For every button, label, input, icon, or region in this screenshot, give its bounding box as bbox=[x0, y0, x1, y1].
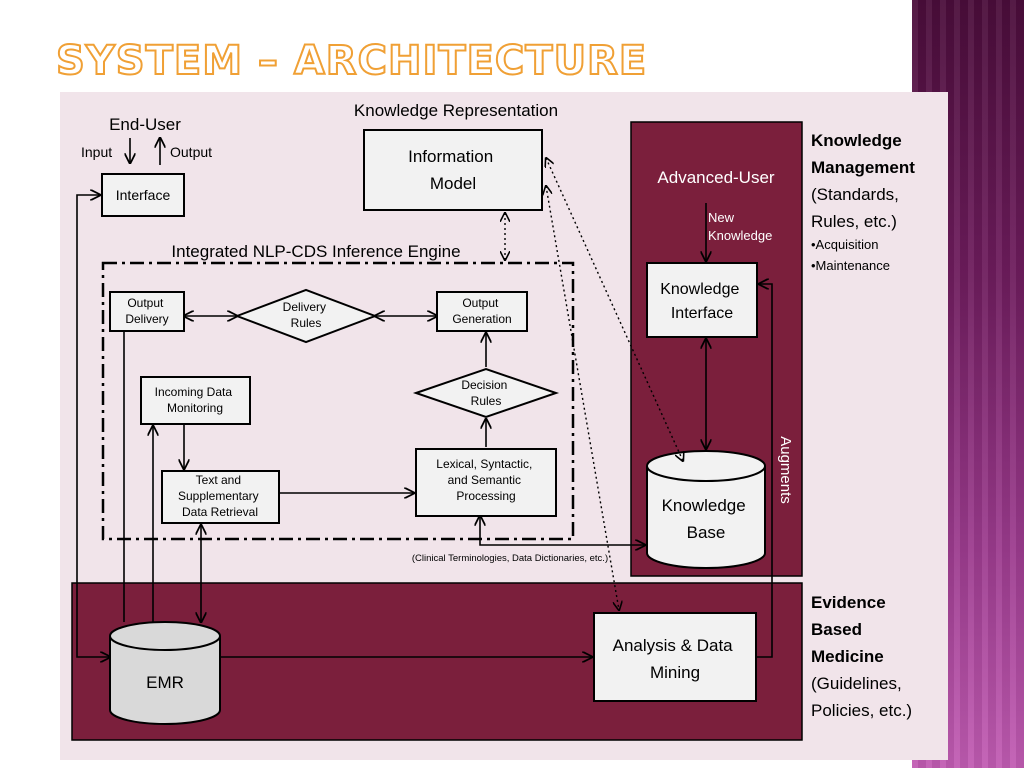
knowledge-management-label: Knowledge Management (Standards, Rules, … bbox=[811, 131, 920, 231]
interface-emr-link bbox=[76, 195, 110, 657]
output-delivery-label: Output Delivery bbox=[125, 296, 168, 326]
delivery-rules-line-2: Rules bbox=[291, 316, 322, 330]
knowledge-management-detail-2: Rules, etc.) bbox=[811, 212, 897, 231]
analysis-data-mining-label: Analysis & Data Mining bbox=[613, 636, 738, 682]
knowledge-management-detail-1: (Standards, bbox=[811, 185, 899, 204]
incoming-data-monitoring-line-2: Monitoring bbox=[167, 401, 223, 415]
analysis-data-mining-line-2: Mining bbox=[650, 663, 700, 682]
information-model-line-2: Model bbox=[430, 174, 476, 193]
text-retrieval-line-2: Supplementary bbox=[178, 489, 259, 503]
knowledge-interface-line-2: Interface bbox=[671, 305, 733, 322]
lexical-processing-line-1: Lexical, Syntactic, bbox=[436, 457, 532, 471]
interface-label: Interface bbox=[116, 187, 171, 203]
text-retrieval-line-1: Text and bbox=[196, 473, 241, 487]
incoming-data-monitoring-line-1: Incoming Data bbox=[155, 385, 233, 399]
knowledge-base-label: Knowledge Base bbox=[662, 496, 751, 542]
clinical-terminologies-label: (Clinical Terminologies, Data Dictionari… bbox=[412, 553, 608, 564]
decision-rules-label: Decision Rules bbox=[461, 378, 510, 408]
information-model-line-1: Information bbox=[408, 147, 493, 166]
inference-engine-label: Integrated NLP-CDS Inference Engine bbox=[171, 242, 460, 261]
lexical-processing-label: Lexical, Syntactic, and Semantic Process… bbox=[436, 457, 535, 503]
new-knowledge-line-2: Knowledge bbox=[708, 228, 772, 243]
knowledge-management-title-1: Knowledge bbox=[811, 131, 902, 150]
lexical-processing-line-2: and Semantic bbox=[448, 473, 521, 487]
new-knowledge-label: New Knowledge bbox=[708, 210, 772, 243]
output-generation-box bbox=[436, 291, 528, 332]
evidence-based-medicine-title-3: Medicine bbox=[811, 647, 884, 666]
incoming-data-monitoring-label: Incoming Data Monitoring bbox=[155, 385, 236, 415]
text-retrieval-line-3: Data Retrieval bbox=[182, 505, 258, 519]
analysis-data-mining-box bbox=[593, 612, 757, 702]
output-label: Output bbox=[170, 144, 212, 160]
emr-cylinder bbox=[109, 636, 221, 725]
input-label: Input bbox=[81, 144, 112, 160]
lexical-processing-box bbox=[415, 448, 557, 517]
augments-label: Augments bbox=[777, 436, 794, 504]
knowledge-base-line-1: Knowledge bbox=[662, 496, 746, 515]
augments-arrow bbox=[756, 284, 773, 658]
lexical-processing-line-3: Processing bbox=[456, 489, 515, 503]
information-model-label: Information Model bbox=[408, 147, 498, 193]
decision-rules-line-2: Rules bbox=[471, 394, 502, 408]
incoming-data-monitoring-box bbox=[140, 376, 251, 425]
slide-title: SYSTEM – ARCHITECTURE bbox=[55, 37, 648, 85]
advanced-user-label: Advanced-User bbox=[657, 168, 775, 187]
evidence-based-medicine-detail-2: Policies, etc.) bbox=[811, 701, 912, 720]
bullet-maintenance: •Maintenance bbox=[811, 258, 890, 273]
emr-cylinder-top bbox=[109, 621, 221, 651]
new-knowledge-line-1: New bbox=[708, 210, 735, 225]
knowledge-base-cylinder bbox=[646, 466, 766, 569]
knowledge-interface-box bbox=[646, 262, 758, 338]
information-model-box bbox=[363, 129, 543, 211]
output-generation-label: Output Generation bbox=[452, 296, 511, 326]
evidence-based-medicine-detail-1: (Guidelines, bbox=[811, 674, 902, 693]
knowledge-base-cylinder-top bbox=[646, 450, 766, 482]
bullet-acquisition: •Acquisition bbox=[811, 237, 878, 252]
output-generation-line-2: Generation bbox=[452, 312, 511, 326]
delivery-rules-label: Delivery Rules bbox=[283, 300, 330, 330]
output-delivery-line-1: Output bbox=[127, 296, 164, 310]
output-generation-line-1: Output bbox=[462, 296, 499, 310]
text-retrieval-label: Text and Supplementary Data Retrieval bbox=[178, 473, 262, 519]
knowledge-base-line-2: Base bbox=[687, 523, 726, 542]
evidence-based-medicine-title-2: Based bbox=[811, 620, 862, 639]
knowledge-interface-line-1: Knowledge bbox=[660, 281, 739, 298]
knowledge-management-title-2: Management bbox=[811, 158, 915, 177]
text-retrieval-box bbox=[161, 470, 280, 524]
delivery-rules-line-1: Delivery bbox=[283, 300, 326, 314]
emr-label: EMR bbox=[146, 673, 184, 692]
decision-rules-line-1: Decision bbox=[461, 378, 507, 392]
interface-box bbox=[101, 173, 185, 217]
evidence-based-medicine-title-1: Evidence bbox=[811, 593, 886, 612]
end-user-label: End-User bbox=[109, 115, 181, 134]
model-to-analysis-dotted bbox=[546, 186, 619, 610]
output-delivery-box bbox=[109, 291, 185, 332]
knowledge-representation-label: Knowledge Representation bbox=[354, 101, 558, 120]
evidence-based-medicine-label: Evidence Based Medicine (Guidelines, Pol… bbox=[811, 593, 912, 720]
knowledge-management-bullets: •Acquisition •Maintenance bbox=[811, 237, 890, 273]
analysis-data-mining-line-1: Analysis & Data bbox=[613, 636, 734, 655]
output-delivery-line-2: Delivery bbox=[125, 312, 168, 326]
